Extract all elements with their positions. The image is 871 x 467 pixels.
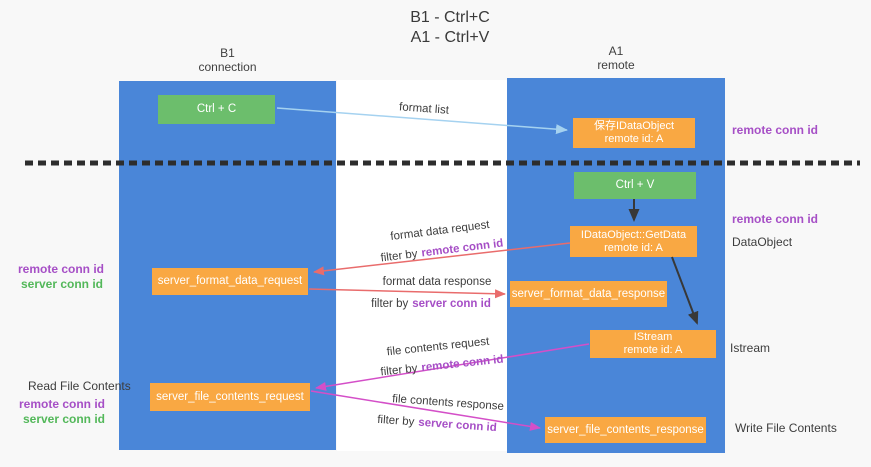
title-line-a1: A1 - Ctrl+V [410, 29, 490, 46]
node-idataobject-getdata-line2: remote id: A [604, 241, 663, 254]
node-ctrl-v-label: Ctrl + V [615, 179, 655, 191]
filter-by-prefix: filter by [376, 413, 415, 429]
right-column-role: remote [597, 58, 635, 72]
node-idataobject-getdata: IDataObject::GetData remote id: A [570, 226, 697, 257]
right-istream-label: Istream [730, 341, 771, 355]
left-remote-conn-id-2: remote conn id [18, 397, 105, 411]
left-conn-id-group-2: remote conn id server conn id [18, 397, 105, 427]
node-idataobject-getdata-line1: IDataObject::GetData [580, 228, 687, 241]
filter-by-prefix: filter by [371, 298, 409, 310]
right-column-name: A1 [608, 44, 624, 58]
node-ctrl-c: Ctrl + C [158, 95, 275, 124]
left-column-header: B1 connection [119, 46, 336, 74]
edge-label-format-data-response: format data response [382, 276, 492, 288]
node-save-idataobject-line1: 保存IDataObject [593, 120, 675, 132]
left-remote-conn-id-1: remote conn id [18, 262, 105, 276]
right-remote-conn-id-top: remote conn id [732, 123, 819, 137]
left-column-role: connection [198, 60, 257, 74]
left-server-conn-id-1: server conn id [20, 277, 103, 291]
left-conn-id-group-1: remote conn id server conn id [18, 262, 105, 292]
node-server-file-contents-response: server_file_contents_response [545, 417, 706, 443]
node-server-format-data-request: server_format_data_request [152, 268, 308, 295]
node-server-file-contents-request-label: server_file_contents_request [156, 390, 304, 403]
node-server-file-contents-response-label: server_file_contents_response [547, 423, 704, 436]
title-line-b1: B1 - Ctrl+C [410, 9, 490, 26]
node-save-idataobject: 保存IDataObject remote id: A [573, 118, 695, 148]
left-column-name: B1 [220, 46, 235, 60]
node-ctrl-v: Ctrl + V [574, 172, 696, 199]
node-save-idataobject-line2: remote id: A [604, 133, 664, 145]
filter-server-conn-id: server conn id [412, 298, 491, 310]
node-server-format-data-response: server_format_data_response [510, 281, 667, 307]
left-server-conn-id-2: server conn id [22, 412, 105, 426]
node-server-file-contents-request: server_file_contents_request [150, 383, 310, 411]
node-server-format-data-request-label: server_format_data_request [157, 275, 303, 287]
left-read-file-contents-label: Read File Contents [28, 379, 131, 393]
right-write-file-contents-label: Write File Contents [735, 421, 837, 435]
right-remote-conn-id-mid: remote conn id [732, 212, 819, 226]
node-istream-line1: IStream [633, 331, 673, 343]
node-istream-line2: remote id: A [623, 344, 683, 356]
right-dataobject-label: DataObject [732, 235, 793, 249]
node-istream: IStream remote id: A [590, 330, 716, 358]
node-server-format-data-response-label: server_format_data_response [511, 287, 666, 300]
diagram-title: B1 - Ctrl+C A1 - Ctrl+V [350, 8, 550, 48]
right-column-header: A1 remote [507, 44, 725, 72]
node-ctrl-c-label: Ctrl + C [196, 103, 237, 115]
